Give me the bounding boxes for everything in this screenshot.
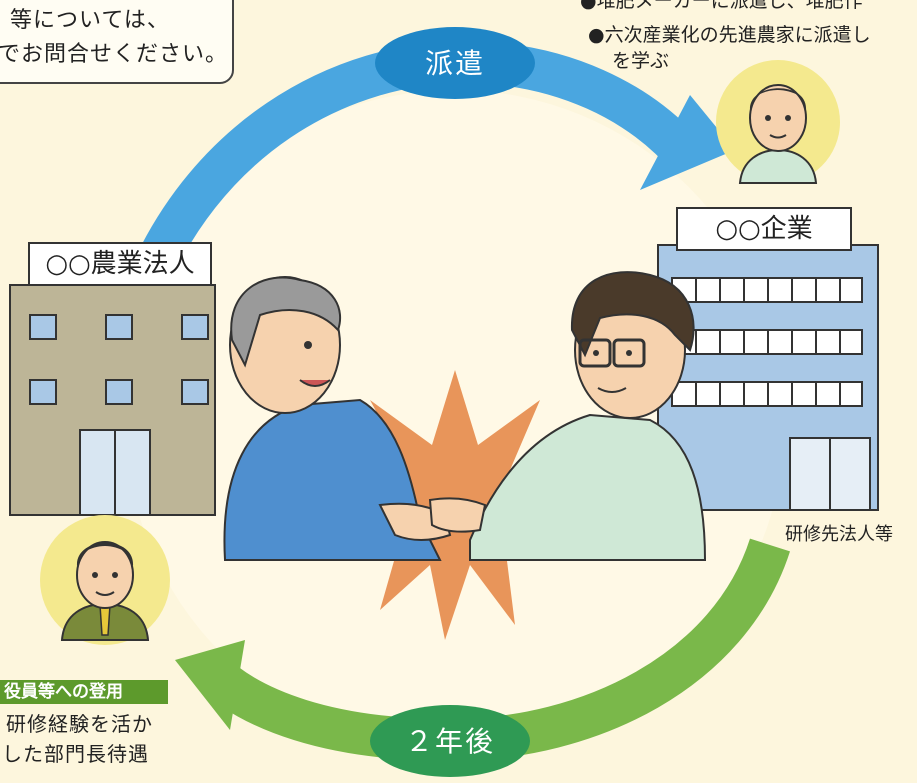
contact-note-line1: 等については、 <box>10 8 170 33</box>
contact-note-line2: でお問合せください。 <box>0 42 229 67</box>
promotion-desc-line1: 研修経験を活か <box>6 712 153 736</box>
contact-note-box <box>0 0 234 84</box>
dispatch-pill <box>375 27 535 99</box>
after-pill-label: ２年後 <box>405 725 495 758</box>
farm-corp-rep-figure <box>223 276 452 561</box>
promotion-tag: 役員等への登用 <box>0 680 168 704</box>
dispatch-arrowhead-icon <box>640 95 735 190</box>
return-arrowhead-icon <box>175 640 245 730</box>
bullet-sixth-industry: ●六次産業化の先進農家に派遣し <box>588 24 871 46</box>
company-label: ○○企業 <box>676 207 852 251</box>
training-destination-label: 研修先法人等 <box>785 524 893 545</box>
company-building <box>657 244 879 511</box>
farm-corp-label: ○○農業法人 <box>28 242 212 286</box>
farm-corp-building <box>9 284 216 516</box>
bullet-compost-maker: ●堆肥メーカーに派遣し、堆肥作 <box>580 0 863 12</box>
promotion-desc-line2: した部門長待遇 <box>2 742 149 766</box>
trainee-portrait-top <box>716 60 840 184</box>
bullet-learn: を学ぶ <box>612 50 670 72</box>
dispatch-pill-label: 派遣 <box>425 47 485 80</box>
after-pill <box>370 705 530 777</box>
company-rep-figure <box>428 271 707 561</box>
promoted-officer-portrait <box>40 515 170 645</box>
